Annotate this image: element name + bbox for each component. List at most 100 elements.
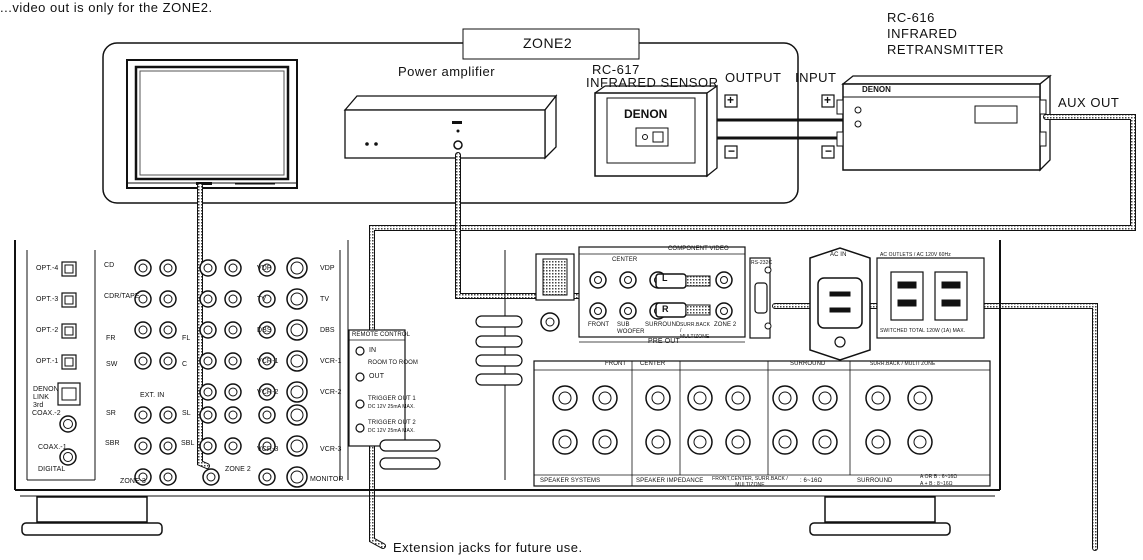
trigger2-label: TRIGGER OUT 2	[368, 420, 416, 426]
pre-out-front-label: FRONT	[588, 322, 610, 328]
rc617-infrared-sensor	[594, 84, 718, 178]
rca-jack-center	[262, 263, 272, 273]
analog-inputs	[134, 259, 242, 486]
rca-jack-center	[262, 472, 272, 482]
terminal-blocks	[724, 94, 835, 159]
output-label: OUTPUT	[725, 70, 782, 85]
digital-inputs	[27, 250, 96, 481]
rca-jack-center	[262, 294, 272, 304]
sr-label: SR	[106, 410, 116, 417]
pre-out-zone2-label: ZONE 2	[714, 322, 737, 328]
rca-jack-center	[693, 435, 707, 449]
ac-in-label: AC IN	[830, 252, 847, 258]
rca-jack-center	[818, 435, 832, 449]
dbs-label-a: DBS	[257, 327, 272, 334]
rca-jack-center	[203, 263, 213, 273]
vcr2-label-a: VCR-2	[257, 389, 279, 396]
zone2-label-box	[462, 28, 640, 60]
s-video-jack-center	[290, 261, 304, 275]
vent-slots	[379, 315, 523, 470]
preout-r-mark: R	[662, 304, 669, 314]
rca-jack-center	[558, 391, 572, 405]
rca-jack-center	[228, 263, 238, 273]
rca-jack-center	[731, 391, 745, 405]
rca-jack-center	[138, 325, 148, 335]
s-video-jack-center	[290, 354, 304, 368]
rca-jack-center	[262, 325, 272, 335]
rca-jack-center	[913, 435, 927, 449]
rca-jack-center	[228, 325, 238, 335]
monitor-label: MONITOR	[310, 476, 344, 483]
rca-jack-center	[138, 294, 148, 304]
vcr2-label-b: VCR-2	[320, 389, 342, 396]
rca-jack-center	[913, 391, 927, 405]
speaker-terminals	[533, 360, 991, 487]
power-amplifier	[343, 94, 558, 160]
rca-jack-center	[871, 391, 885, 405]
power-amplifier-label: Power amplifier	[398, 64, 496, 79]
preout-l-mark: L	[662, 273, 668, 283]
remote-in-label: IN	[369, 347, 377, 354]
rca-jack-center	[228, 410, 238, 420]
rc616-brand: DENON	[862, 85, 891, 94]
rc616-line3: RETRANSMITTER	[887, 42, 1004, 57]
s-video-jack-center	[290, 385, 304, 399]
impedance-ab: A OR B : 6~16Ω	[920, 474, 958, 480]
rca-jack-center	[138, 410, 148, 420]
hatched-cables	[197, 114, 1136, 551]
cd-label: CD	[104, 262, 115, 269]
speaker-impedance-label: SPEAKER IMPEDANCE	[636, 478, 704, 484]
rca-jack-center	[203, 294, 213, 304]
pre-out-title: PRE OUT	[648, 338, 680, 345]
pre-out-center-label: CENTER	[612, 257, 638, 263]
rca-jack-center	[262, 410, 272, 420]
dbs-label-b: DBS	[320, 327, 335, 334]
vcr3-label-b: VCR-3	[320, 446, 342, 453]
zone2-room-box	[102, 42, 799, 204]
rc617-name: INFRARED SENSOR	[586, 75, 719, 90]
s-video-jack-center	[290, 323, 304, 337]
rca-jack-center	[262, 387, 272, 397]
speaker-surrback-header: SURR.BACK / MULTI ZONE	[870, 361, 936, 367]
s-video-jack-center	[290, 408, 304, 422]
vcr1-label-a: VCR-1	[257, 358, 279, 365]
speaker-center-header: CENTER	[640, 361, 666, 367]
opt4-label: OPT.-4	[36, 265, 59, 272]
rca-jack-center	[203, 410, 213, 420]
component-video-label: COMPONENT VIDEO	[668, 246, 729, 252]
rca-jack-center	[778, 391, 792, 405]
intro-text: ...video out is only for the ZONE2.	[0, 0, 213, 15]
rca-jack-center	[778, 435, 792, 449]
trigger1-label: TRIGGER OUT 1	[368, 396, 416, 402]
output-minus: −	[728, 144, 736, 158]
sensor-cable	[717, 118, 843, 140]
opt3-label: OPT.-3	[36, 296, 59, 303]
digital-label: DIGITAL	[38, 466, 66, 473]
denon-link-label: DENON LINK 3rd	[33, 386, 59, 409]
rca-jack-center	[693, 391, 707, 405]
zone2-label: ZONE2	[523, 35, 573, 51]
rca-jack-center	[163, 441, 173, 451]
rc616-line2: INFRARED	[887, 26, 958, 41]
vdp-label-b: VDP	[320, 265, 335, 272]
vdp-label-a: VDP	[257, 265, 272, 272]
input-label: INPUT	[795, 70, 837, 85]
c-label: C	[182, 361, 188, 368]
video-inputs	[258, 257, 308, 488]
fr-label: FR	[106, 335, 116, 342]
input-minus: −	[825, 144, 833, 158]
s-video-jack-center	[290, 470, 304, 484]
rca-jack-center	[228, 356, 238, 366]
sw-label: SW	[106, 361, 118, 368]
footnote: Extension jacks for future use.	[393, 540, 583, 555]
impedance-front-label: FRONT,CENTER, SURR.BACK / MULTIZONE	[712, 476, 788, 488]
opt2-label: OPT.-2	[36, 327, 59, 334]
impedance-surround-label: SURROUND	[857, 478, 893, 484]
tv-label-b: TV	[320, 296, 330, 303]
rca-jack-center	[262, 356, 272, 366]
zone2-jack-label: ZONE 2	[225, 466, 251, 473]
rca-jack-center	[163, 472, 173, 482]
cdr-label: CDR/TAPE	[104, 293, 140, 300]
rca-jack-center	[203, 325, 213, 335]
